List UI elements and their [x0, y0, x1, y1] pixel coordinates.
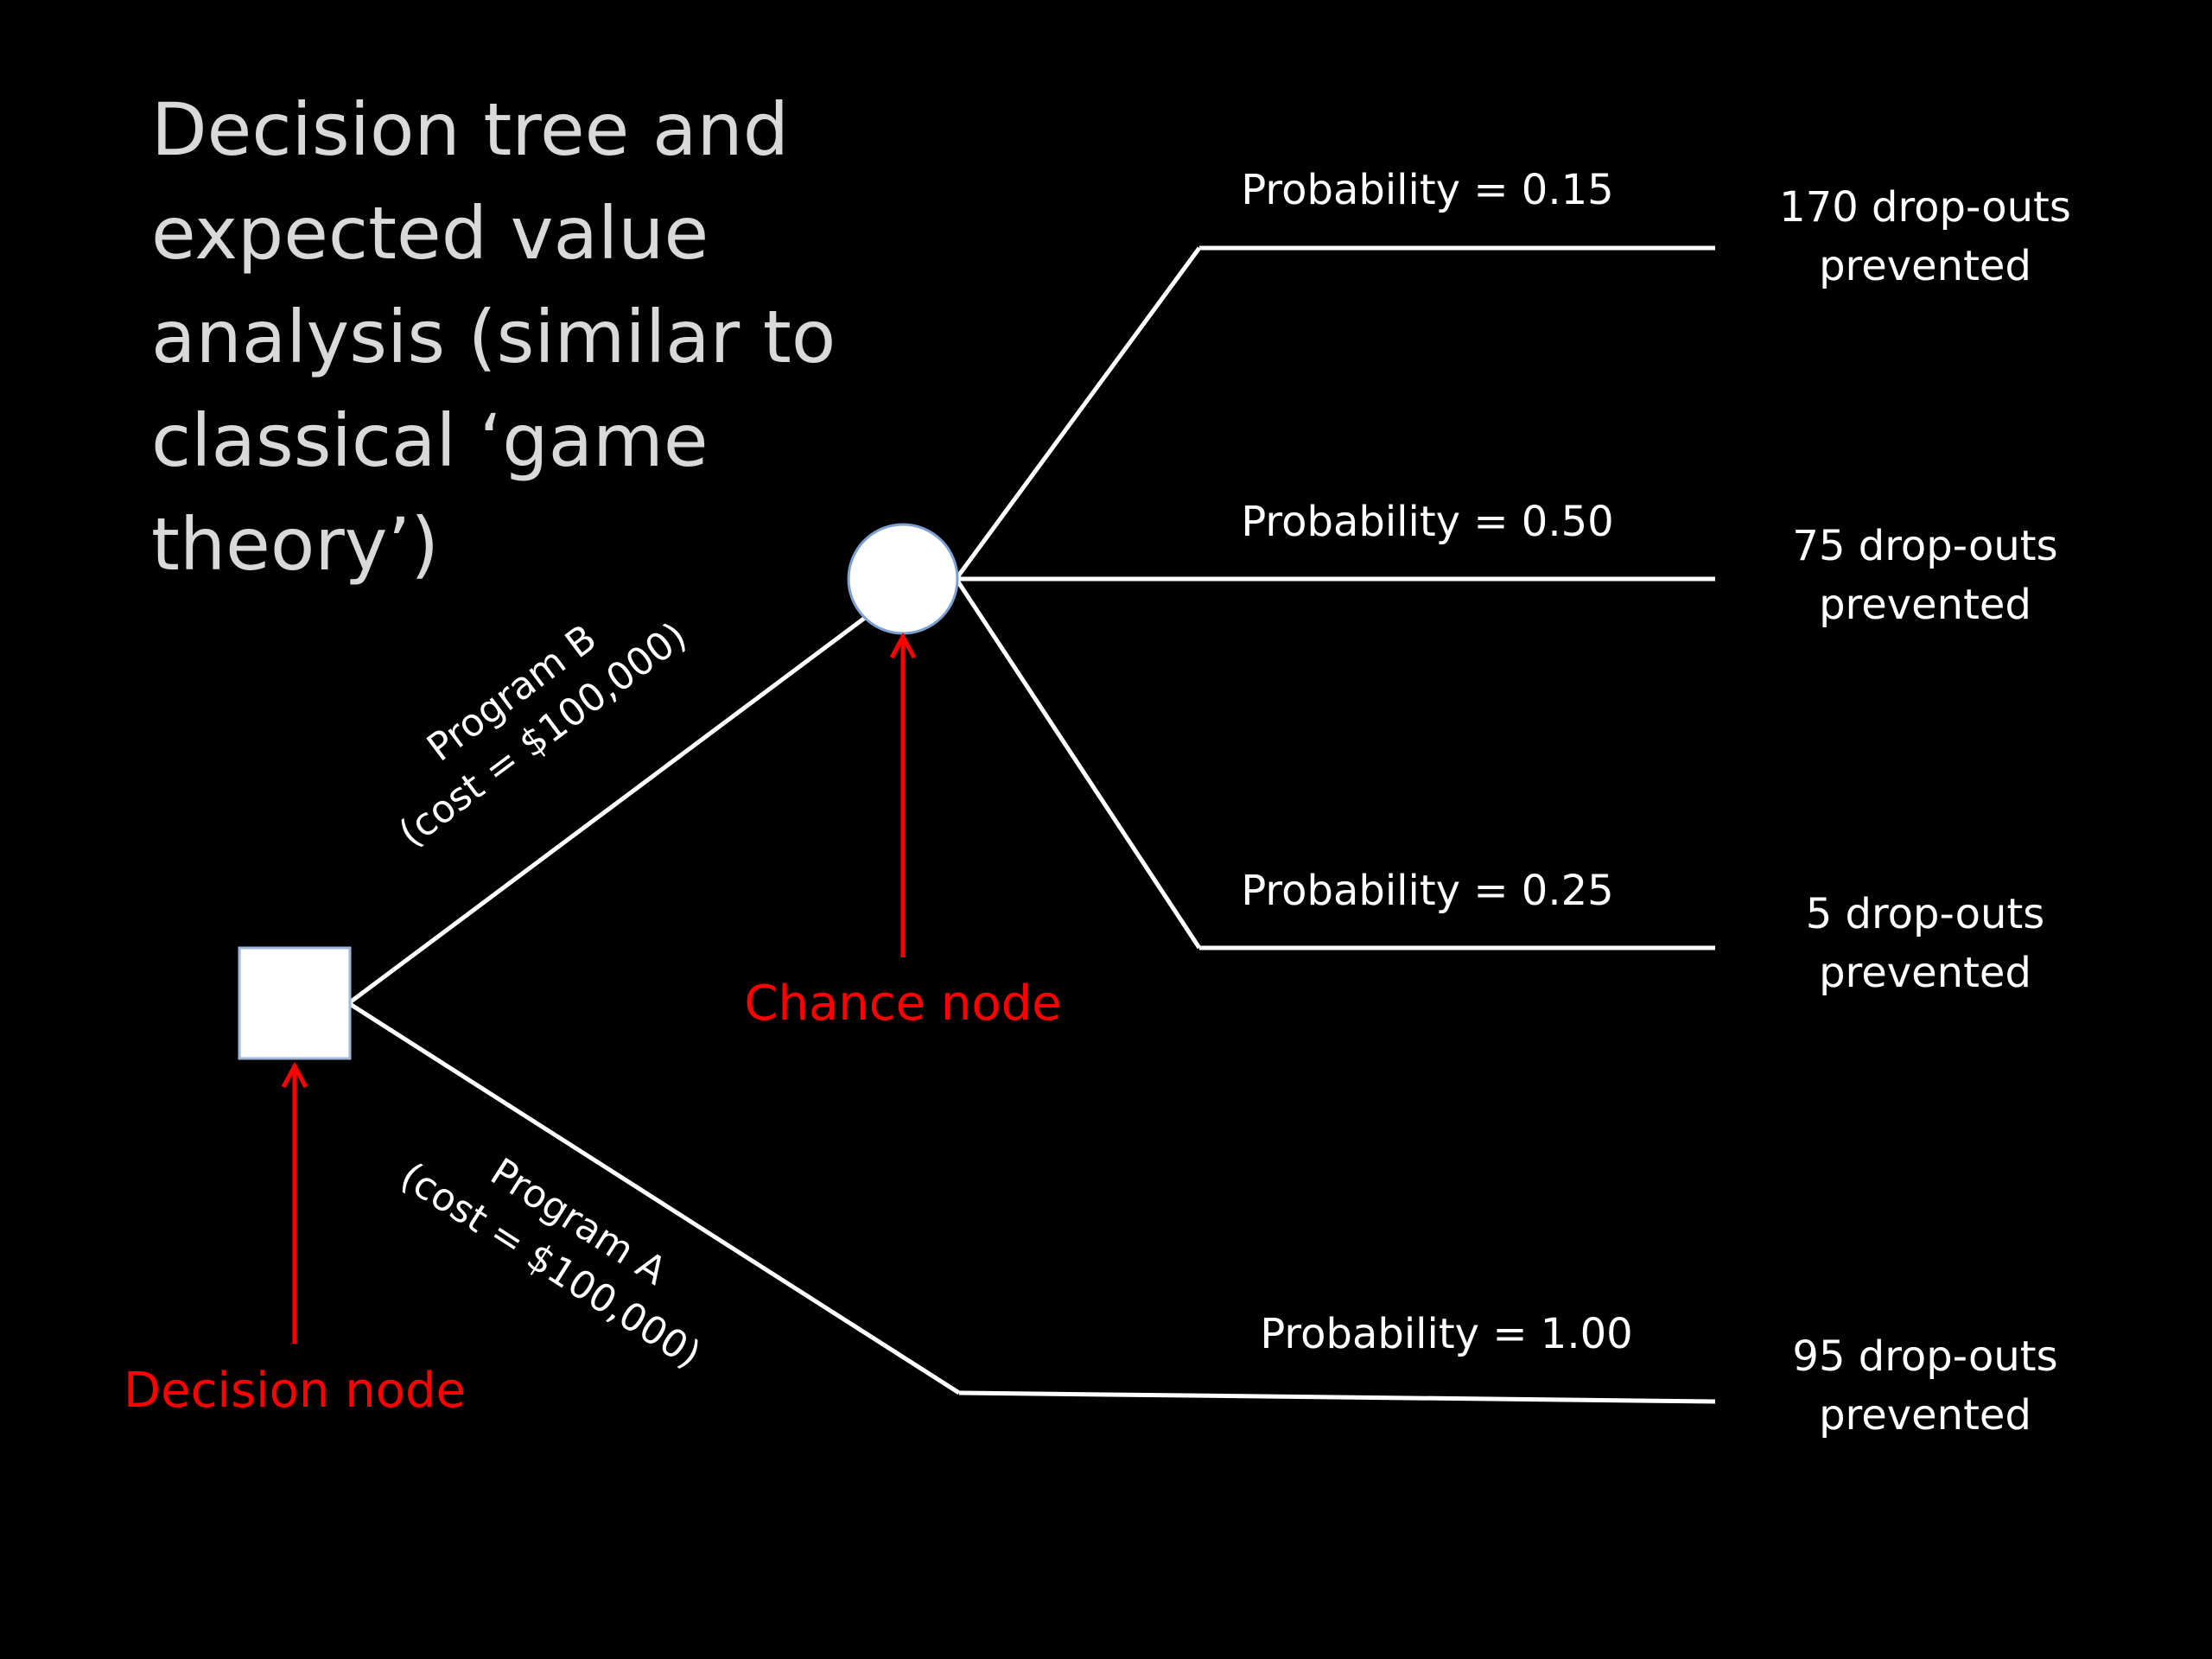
outcome-2-prevented: prevented — [1819, 581, 2031, 629]
outcome-4-value: 95 drop-outs — [1792, 1332, 2057, 1381]
program-b-label: Program B (cost = $100,000) — [391, 613, 696, 855]
chance-branch-1-diag — [955, 246, 1202, 579]
chance-node-circle — [847, 523, 959, 635]
probability-label-2: Probability = 0.50 — [1241, 498, 1613, 546]
title-line-1: Decision tree and — [151, 87, 790, 172]
title-line-2: expected value — [151, 191, 709, 276]
title-line-4: classical ‘game — [151, 398, 709, 483]
chance-node-label: Chance node — [744, 976, 1061, 1032]
branch-program-b-line — [348, 613, 870, 1005]
decision-node-arrow-head — [281, 1061, 308, 1089]
outcome-1-prevented: prevented — [1819, 242, 2031, 290]
chance-branch-3-diag — [955, 579, 1202, 950]
outcome-1-value: 170 drop-outs — [1779, 183, 2071, 232]
chance-node-arrow-head — [889, 632, 917, 659]
decision-node-square — [238, 946, 352, 1060]
probability-label-3: Probability = 0.25 — [1241, 867, 1613, 915]
program-a-label: Program A (cost = $100,000) — [392, 1150, 708, 1377]
outcome-3-prevented: prevented — [1819, 949, 2031, 997]
outcome-3-value: 5 drop-outs — [1806, 890, 2045, 938]
outcome-a-line — [958, 1390, 1716, 1404]
outcome-2-value: 75 drop-outs — [1792, 522, 2057, 570]
slide-title: Decision tree and expected value analysi… — [151, 78, 929, 596]
outcome-4-prevented: prevented — [1819, 1391, 2031, 1440]
probability-label-4: Probability = 1.00 — [1260, 1310, 1632, 1358]
branch-program-a-line — [348, 1001, 961, 1395]
decision-node-label: Decision node — [124, 1363, 466, 1419]
title-line-3: analysis (similar to — [151, 295, 836, 379]
probability-label-1: Probability = 0.15 — [1241, 166, 1613, 214]
title-line-5: theory’) — [151, 502, 439, 587]
